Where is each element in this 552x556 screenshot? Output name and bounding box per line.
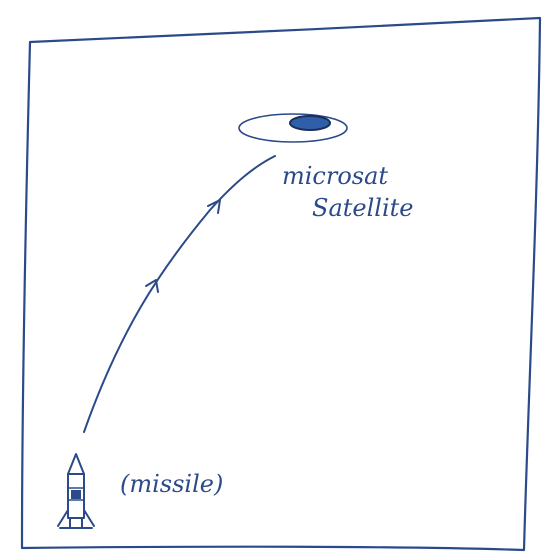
missile-icon xyxy=(57,453,95,529)
trajectory-arrowhead-upper xyxy=(207,199,221,214)
trajectory-arrow xyxy=(83,155,276,433)
satellite-orbit xyxy=(238,113,348,143)
frame-border xyxy=(20,16,542,552)
trajectory-arrowhead-lower xyxy=(145,279,159,293)
satellite-label-line2: Satellite xyxy=(312,194,413,222)
satellite-body xyxy=(289,115,331,131)
satellite-label-line1: microsat xyxy=(282,162,388,190)
missile-nose xyxy=(67,453,85,475)
missile-body xyxy=(67,473,85,519)
trajectory-path xyxy=(83,155,276,433)
satellite-icon xyxy=(238,113,348,143)
missile-label: (missile) xyxy=(120,470,223,498)
missile-band xyxy=(71,490,81,499)
missile-fins xyxy=(57,509,95,529)
